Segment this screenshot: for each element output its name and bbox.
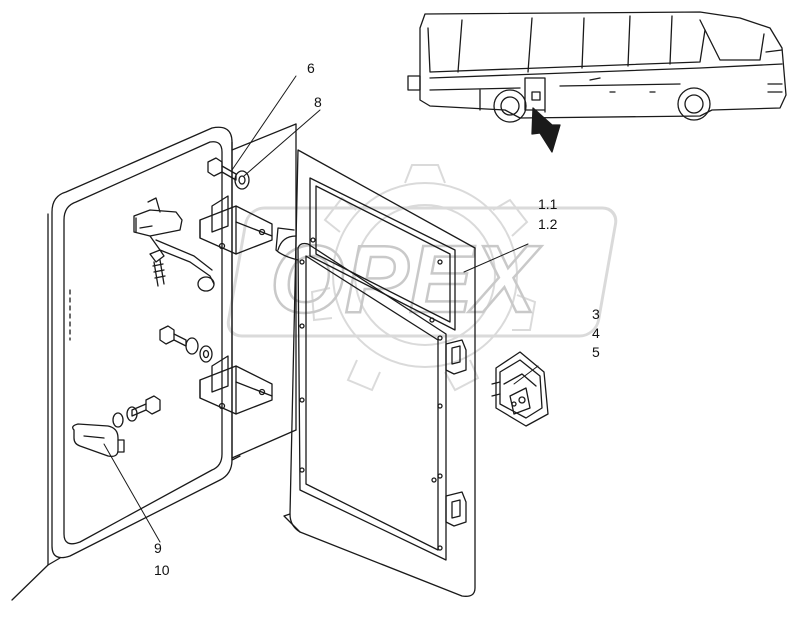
callout-1-1: 1.1 [538, 196, 558, 212]
latch-upper [445, 339, 467, 375]
callout-8: 8 [314, 94, 322, 110]
bracket-10 [72, 423, 125, 458]
callout-9: 9 [154, 540, 162, 556]
watermark-frame [226, 206, 618, 338]
bolt-middle [159, 325, 213, 363]
side-wall [11, 213, 71, 601]
callout-3: 3 [592, 306, 600, 322]
door-panel [275, 149, 476, 597]
callout-5: 5 [592, 344, 600, 360]
screw [149, 249, 166, 287]
callout-10: 10 [154, 562, 170, 578]
hinge-lower [199, 355, 273, 415]
lock-assembly [491, 351, 549, 427]
location-arrow-icon [531, 107, 561, 153]
bolt-9 [112, 395, 161, 428]
hinge-upper [199, 195, 273, 255]
callout-6: 6 [307, 60, 315, 76]
bus-illustration [407, 11, 787, 123]
leader-lines [103, 75, 539, 543]
door-frame [51, 123, 297, 559]
callout-4: 4 [592, 325, 600, 341]
opex-watermark: OPEX [226, 164, 618, 392]
watermark-gear-icon [310, 164, 537, 392]
latch-lower [445, 491, 467, 527]
door-stop-arm [133, 197, 215, 292]
watermark-text: OPEX [270, 226, 542, 333]
callout-1-2: 1.2 [538, 216, 558, 232]
washer-8 [234, 170, 250, 190]
